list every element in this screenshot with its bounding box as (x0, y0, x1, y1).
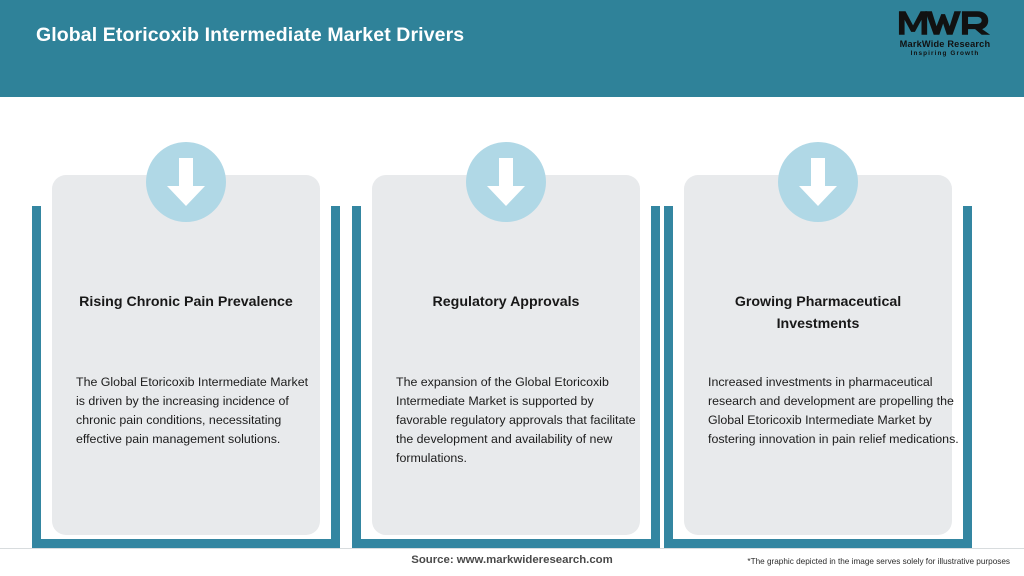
page-title: Global Etoricoxib Intermediate Market Dr… (36, 24, 465, 46)
logo-tagline: Inspiring Growth (910, 50, 980, 57)
card-panel: Rising Chronic Pain Prevalence The Globa… (52, 175, 320, 535)
driver-card-3: Growing Pharmaceutical Investments Incre… (664, 142, 972, 548)
logo-company-name: MarkWide Research (899, 39, 991, 49)
card-body-text: The Global Etoricoxib Intermediate Marke… (76, 375, 309, 447)
disclaimer-label: *The graphic depicted in the image serve… (747, 557, 1010, 566)
card-accent-frame (352, 206, 660, 548)
card-body-text: The expansion of the Global Etoricoxib I… (396, 375, 636, 466)
down-arrow-icon (146, 142, 226, 222)
card-title: Regulatory Approvals (432, 294, 580, 310)
page-header: Global Etoricoxib Intermediate Market Dr… (0, 0, 1024, 97)
down-arrow-glyph (487, 158, 525, 206)
card-panel: Regulatory Approvals The expansion of th… (372, 175, 640, 535)
down-arrow-glyph (799, 158, 837, 206)
footer-divider (0, 548, 1024, 549)
down-arrow-icon (778, 142, 858, 222)
card-panel: Growing Pharmaceutical Investments Incre… (684, 175, 959, 535)
driver-card-2: Regulatory Approvals The expansion of th… (352, 142, 660, 548)
card-title: Rising Chronic Pain Prevalence (79, 294, 293, 310)
driver-card-1: Rising Chronic Pain Prevalence The Globa… (32, 142, 340, 548)
mwr-logo-icon (898, 11, 991, 35)
down-arrow-icon (466, 142, 546, 222)
brand-logo: MarkWide Research Inspiring Growth (890, 8, 1000, 62)
source-label: Source: www.markwideresearch.com (411, 554, 613, 566)
card-accent-frame (32, 206, 340, 548)
drivers-card-row: Rising Chronic Pain Prevalence The Globa… (0, 97, 1024, 548)
down-arrow-glyph (167, 158, 205, 206)
card-body-text: Increased investments in pharmaceutical … (708, 375, 959, 447)
card-title: Growing Pharmaceutical Investments (734, 294, 902, 332)
card-accent-frame (664, 206, 972, 548)
